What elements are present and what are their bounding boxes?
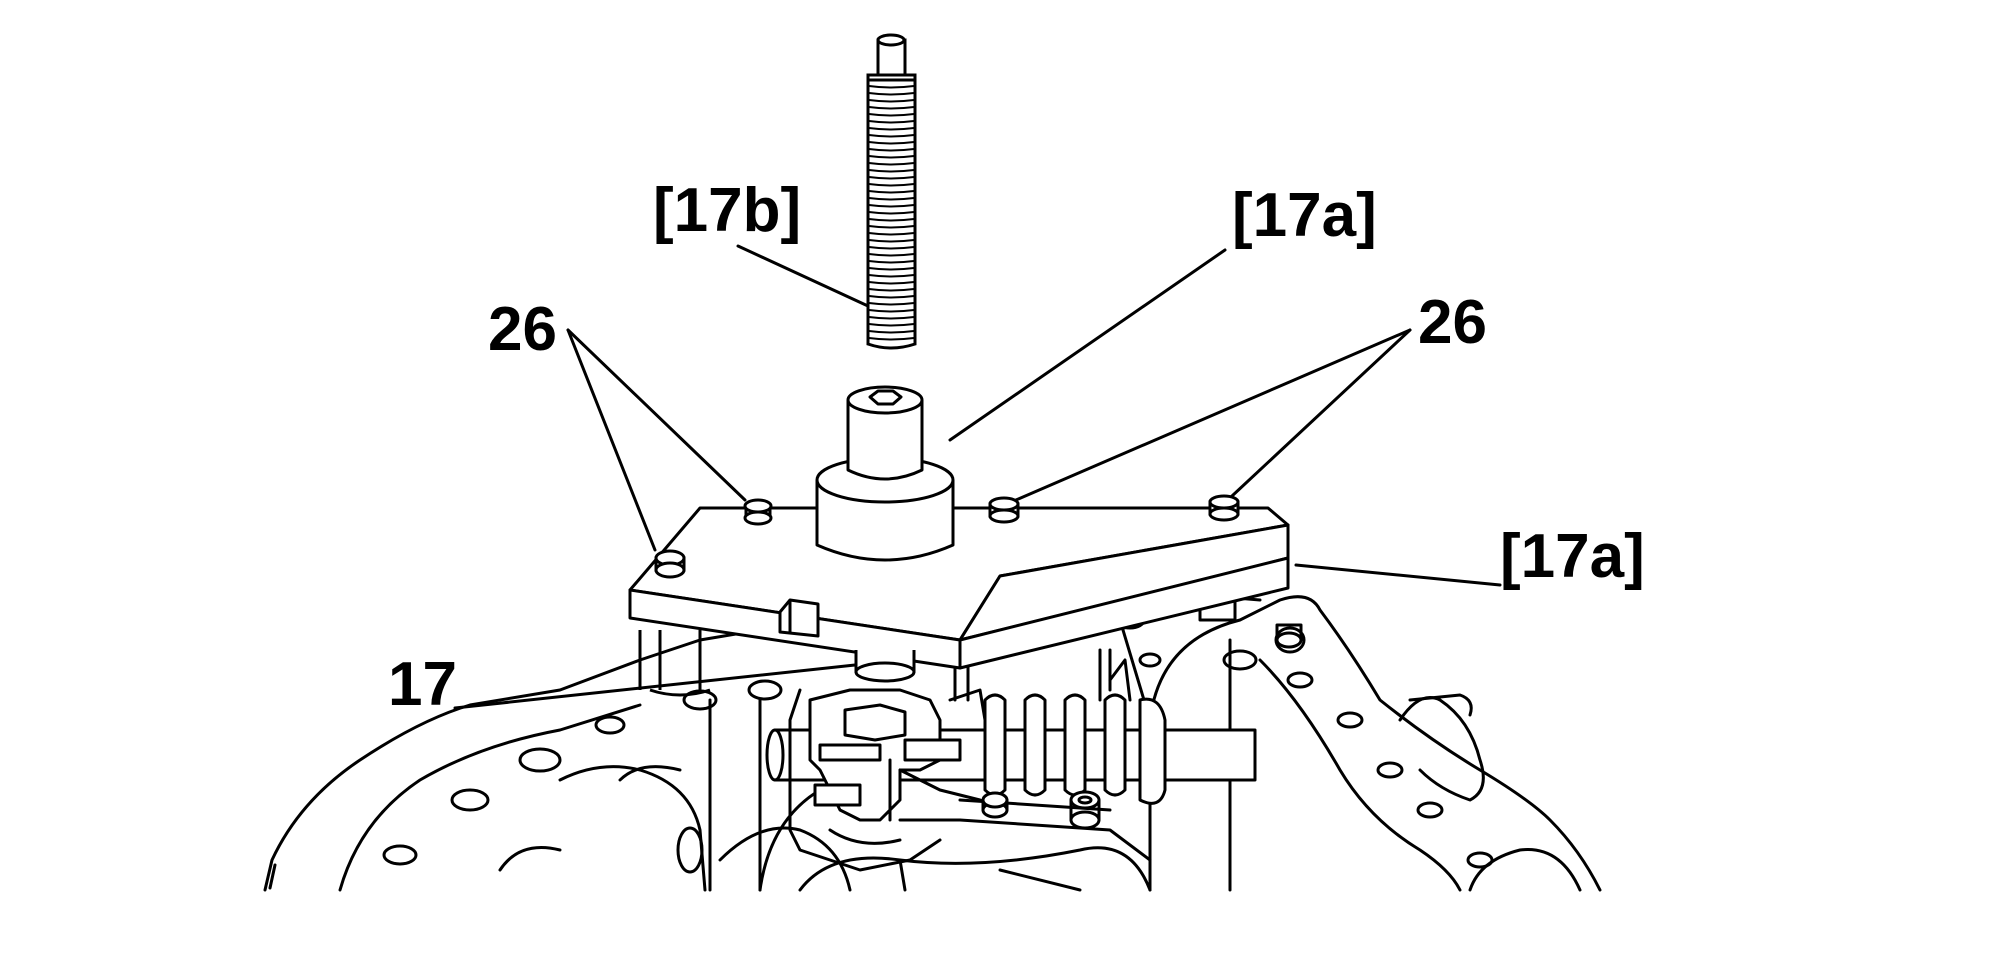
thread-line [868,288,915,292]
thread-line [868,148,915,152]
thread-line [868,323,915,327]
callout-17a-top: [17a] [1232,181,1377,250]
callout-17a-side: [17a] [1500,522,1645,591]
thread-line [868,155,915,159]
rod-threads [868,85,915,341]
thread-line [868,274,915,278]
thread-line [868,309,915,313]
tool-plate-17a [628,506,1290,697]
thread-line [868,183,915,187]
bolt-26 [988,496,1020,524]
thread-line [868,267,915,271]
coil-spring [983,693,1127,797]
bolt-26 [1208,494,1240,522]
thread-line [868,218,915,222]
thread-line [868,225,915,229]
callout-17b: [17b] [653,176,801,245]
leader-26-left-b [566,328,747,502]
selector-mechanism [765,648,1257,872]
leader-17 [453,663,857,710]
callout-17: 17 [388,650,457,719]
leader-17a-side [1294,563,1502,587]
callout-26-right: 26 [1418,288,1487,357]
callout-26-left: 26 [488,295,557,364]
thread-line [868,106,915,110]
thread-line [868,120,915,124]
thread-line [868,316,915,320]
thread-line [868,99,915,103]
tool-sleeve-17a [815,385,955,683]
thread-line [868,211,915,215]
thread-line [868,92,915,96]
thread-line [868,302,915,306]
thread-line [868,281,915,285]
mechanism-bolt [1069,790,1101,830]
thread-line [868,113,915,117]
thread-line [868,197,915,201]
bolt-26 [743,498,773,526]
thread-line [868,204,915,208]
thread-line [868,134,915,138]
thread-line [868,330,915,334]
thread-line [868,246,915,250]
thread-line [868,141,915,145]
thread-line [868,260,915,264]
leader-26-left-a [566,328,657,552]
leader-26-right-a [1014,328,1412,502]
leader-26-right-b [1230,328,1412,498]
thread-line [868,239,915,243]
thread-line [868,127,915,131]
thread-line [868,85,915,89]
thread-line [868,232,915,236]
thread-line [868,295,915,299]
mechanism-bolt [981,791,1009,819]
leader-lines [453,244,1502,710]
thread-line [868,190,915,194]
thread-line [868,162,915,166]
thread-line [868,169,915,173]
leader-17b [736,244,870,308]
thread-line [868,176,915,180]
bolt-26 [654,549,686,579]
threaded-rod-17b [866,33,917,350]
leader-17a-top [948,248,1227,442]
thread-line [868,253,915,257]
thread-line [868,337,915,341]
